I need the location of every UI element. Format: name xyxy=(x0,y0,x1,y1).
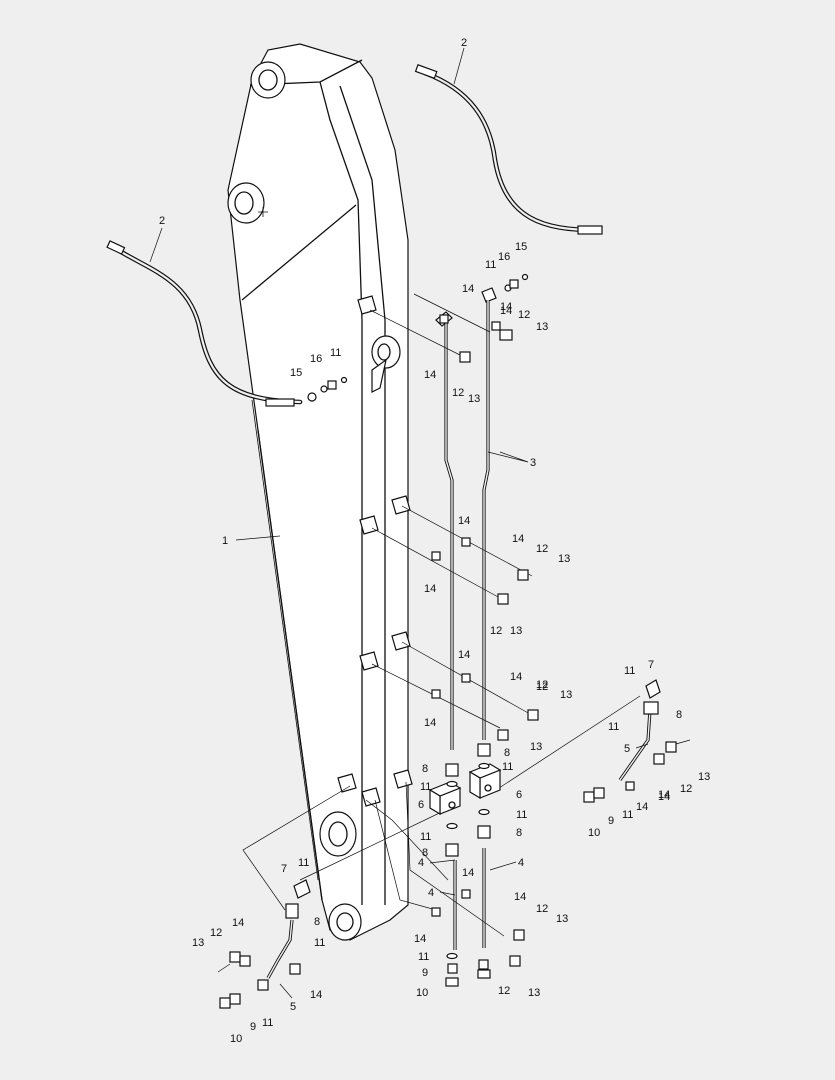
callout-14: 14 xyxy=(514,891,526,903)
callout-14: 14 xyxy=(424,369,436,381)
callout-7: 7 xyxy=(648,659,654,671)
callout-11: 11 xyxy=(502,761,513,773)
callout-15: 15 xyxy=(515,241,527,253)
callout-12: 12 xyxy=(680,783,692,795)
callout-13: 13 xyxy=(556,913,568,925)
hose-left xyxy=(106,240,303,407)
callout-12: 12 xyxy=(210,927,222,939)
callout-4: 4 xyxy=(518,857,524,869)
callout-13: 13 xyxy=(528,987,540,999)
callout-14: 14 xyxy=(232,917,244,929)
valve-blocks xyxy=(428,763,502,816)
callout-labels: 1 2 2 3 4 4 4 5 5 6 6 7 7 8 8 8 8 8 8 9 … xyxy=(159,37,710,1045)
callout-11: 11 xyxy=(262,1017,273,1029)
hose-fittings xyxy=(307,273,529,402)
callout-14: 14 xyxy=(500,301,512,313)
callout-12: 12 xyxy=(452,387,464,399)
callout-6: 6 xyxy=(418,799,424,811)
callout-11: 11 xyxy=(418,951,429,963)
callout-10: 10 xyxy=(230,1033,242,1045)
callout-10: 10 xyxy=(588,827,600,839)
callout-12: 12 xyxy=(536,681,548,693)
callout-14: 14 xyxy=(310,989,322,1001)
right-side-assembly xyxy=(583,679,691,803)
callout-14: 14 xyxy=(458,649,470,661)
callout-11: 11 xyxy=(298,857,309,869)
callout-11: 11 xyxy=(420,831,431,843)
callout-14: 14 xyxy=(512,533,524,545)
callout-16: 16 xyxy=(498,251,510,263)
callout-14: 14 xyxy=(458,515,470,527)
callout-8: 8 xyxy=(422,847,428,859)
callout-8: 8 xyxy=(676,709,682,721)
callout-12: 12 xyxy=(490,625,502,637)
callout-14: 14 xyxy=(500,305,512,317)
callout-15: 15 xyxy=(290,367,302,379)
callout-13: 13 xyxy=(192,937,204,949)
pipe-clamps xyxy=(431,314,539,967)
callout-13: 13 xyxy=(510,625,522,637)
callout-11: 11 xyxy=(485,259,496,271)
callout-8: 8 xyxy=(314,916,320,928)
hose-right xyxy=(414,64,603,235)
callout-14: 14 xyxy=(424,583,436,595)
callout-11: 11 xyxy=(314,937,325,949)
callout-16: 16 xyxy=(310,353,322,365)
inline-fittings xyxy=(445,743,491,987)
callout-13: 13 xyxy=(530,741,542,753)
callout-13: 13 xyxy=(560,689,572,701)
callout-14: 14 xyxy=(462,867,474,879)
callout-14: 14 xyxy=(636,801,648,813)
callout-12: 12 xyxy=(518,309,530,321)
callout-12: 12 xyxy=(536,903,548,915)
callout-12: 12 xyxy=(536,543,548,555)
callout-14: 14 xyxy=(510,671,522,683)
callout-4: 4 xyxy=(428,887,434,899)
callout-2: 2 xyxy=(159,215,165,227)
callout-13: 13 xyxy=(468,393,480,405)
callout-11: 11 xyxy=(516,809,527,821)
callout-14: 14 xyxy=(658,789,670,801)
alignment-lines xyxy=(242,293,641,937)
callout-12: 12 xyxy=(498,985,510,997)
callout-9: 9 xyxy=(250,1021,256,1033)
callout-8: 8 xyxy=(504,747,510,759)
callout-12: 12 xyxy=(536,679,548,691)
callout-7: 7 xyxy=(281,863,287,875)
callout-10: 10 xyxy=(416,987,428,999)
callout-9: 9 xyxy=(422,967,428,979)
callout-14: 14 xyxy=(424,717,436,729)
pipes xyxy=(444,300,490,950)
callout-13: 13 xyxy=(558,553,570,565)
callout-4: 4 xyxy=(418,857,424,869)
callout-14: 14 xyxy=(414,933,426,945)
callout-13: 13 xyxy=(698,771,710,783)
callout-11: 11 xyxy=(330,347,341,359)
callout-8: 8 xyxy=(516,827,522,839)
callout-11: 11 xyxy=(622,809,633,821)
callout-13: 13 xyxy=(536,321,548,333)
callout-14: 14 xyxy=(462,283,474,295)
callout-9: 9 xyxy=(608,815,614,827)
callout-5: 5 xyxy=(290,1001,296,1013)
callout-11: 11 xyxy=(624,665,635,677)
callout-11: 11 xyxy=(608,721,619,733)
callout-5: 5 xyxy=(624,743,630,755)
callout-2: 2 xyxy=(461,37,467,49)
lower-left-assembly xyxy=(217,879,311,1009)
callout-6: 6 xyxy=(516,789,522,801)
callout-3: 3 xyxy=(530,457,536,469)
callout-8: 8 xyxy=(422,763,428,775)
leader-lines xyxy=(149,47,649,999)
boom-arm xyxy=(227,43,409,941)
callout-1: 1 xyxy=(222,535,228,547)
callout-11: 11 xyxy=(420,781,431,793)
callout-14: 14 xyxy=(658,791,670,803)
boom-clamp-seats xyxy=(337,295,413,807)
